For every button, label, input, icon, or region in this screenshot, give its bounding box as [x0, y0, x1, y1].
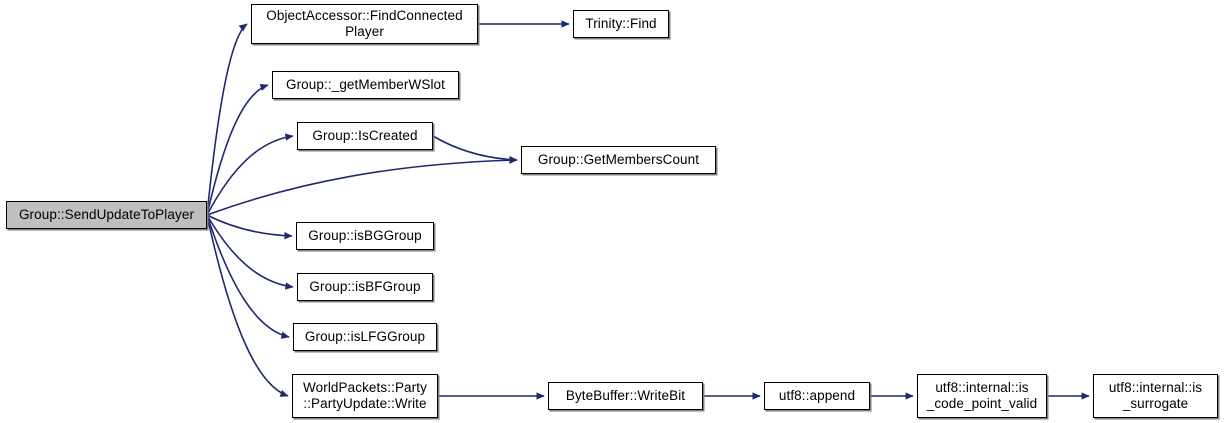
graph-node-label-line: Group::isLFGGroup — [304, 329, 426, 344]
graph-node-label-line: Group::IsCreated — [312, 128, 418, 143]
graph-node-root[interactable]: Group::SendUpdateToPlayer — [6, 201, 207, 229]
graph-node-label-line: Group::_getMemberWSlot — [285, 77, 445, 92]
graph-node-islfggroup[interactable]: Group::isLFGGroup — [293, 323, 437, 351]
graph-node-label: Group::_getMemberWSlot — [286, 77, 445, 93]
graph-node-partyupdatewrite[interactable]: WorldPackets::Party::PartyUpdate::Write — [292, 374, 438, 418]
graph-node-label-line: Player — [345, 24, 384, 39]
graph-node-label-line: WorldPackets::Party — [303, 380, 427, 395]
graph-node-label-line: Group::isBFGroup — [309, 279, 421, 294]
graph-node-label: Trinity::Find — [585, 16, 656, 32]
graph-node-label: utf8::internal::is_code_point_valid — [927, 380, 1038, 412]
graph-node-isbggroup[interactable]: Group::isBGGroup — [296, 222, 434, 250]
graph-node-getmemberscount[interactable]: Group::GetMembersCount — [521, 146, 716, 174]
graph-node-label-line: _code_point_valid — [926, 396, 1038, 411]
graph-node-isbfgroup[interactable]: Group::isBFGroup — [297, 273, 433, 301]
graph-edge-root-to-getmemberscount — [206, 156, 518, 216]
graph-node-issurrogate[interactable]: utf8::internal::is_surrogate — [1093, 374, 1218, 418]
graph-node-label-line: ObjectAccessor::FindConnected — [266, 8, 463, 23]
graph-node-label: WorldPackets::Party::PartyUpdate::Write — [303, 380, 427, 412]
graph-node-label-line: _surrogate — [1122, 396, 1189, 411]
graph-edge-root-to-partyupdatewrite — [206, 214, 289, 397]
graph-node-label: Group::GetMembersCount — [538, 152, 699, 168]
graph-edge-root-to-findconnectedplayer — [206, 23, 248, 216]
graph-node-label-line: Trinity::Find — [585, 16, 657, 31]
graph-edge-root-to-getmemberwslot — [206, 83, 269, 216]
graph-node-writebit[interactable]: ByteBuffer::WriteBit — [548, 382, 703, 410]
graph-edge-root-to-iscreated — [206, 133, 294, 216]
graph-node-label-line: Group::GetMembersCount — [537, 152, 700, 167]
graph-node-label: Group::isBFGroup — [309, 279, 420, 295]
graph-node-label-line: utf8::internal::is — [1108, 380, 1203, 395]
graph-node-label-line: utf8::internal::is — [935, 380, 1029, 395]
graph-node-iscodepointvalid[interactable]: utf8::internal::is_code_point_valid — [917, 374, 1047, 418]
graph-node-label-line: ::PartyUpdate::Write — [303, 396, 427, 411]
graph-node-label-line: Group::isBGGroup — [308, 228, 422, 243]
graph-node-label: Group::isLFGGroup — [305, 329, 425, 345]
graph-node-label: ByteBuffer::WriteBit — [566, 388, 685, 404]
graph-node-label: Group::IsCreated — [312, 128, 417, 144]
graph-node-label: utf8::internal::is_surrogate — [1109, 380, 1202, 412]
graph-node-label: Group::isBGGroup — [308, 228, 421, 244]
graph-edge-iscreated-to-getmemberscount — [432, 135, 518, 164]
graph-edge-root-to-islfggroup — [206, 214, 290, 339]
graph-node-label-line: ByteBuffer::WriteBit — [565, 388, 686, 403]
graph-node-iscreated[interactable]: Group::IsCreated — [297, 122, 433, 150]
graph-node-label: Group::SendUpdateToPlayer — [19, 207, 194, 223]
graph-node-label-line: Group::SendUpdateToPlayer — [18, 207, 195, 222]
graph-node-utf8append[interactable]: utf8::append — [764, 382, 870, 410]
graph-edge-root-to-isbfgroup — [206, 214, 294, 290]
graph-node-getmemberwslot[interactable]: Group::_getMemberWSlot — [272, 71, 459, 99]
graph-edge-root-to-isbggroup — [206, 214, 293, 240]
graph-node-trinityfind[interactable]: Trinity::Find — [573, 10, 669, 38]
graph-node-label: utf8::append — [779, 388, 855, 404]
graph-node-label-line: utf8::append — [778, 388, 856, 403]
